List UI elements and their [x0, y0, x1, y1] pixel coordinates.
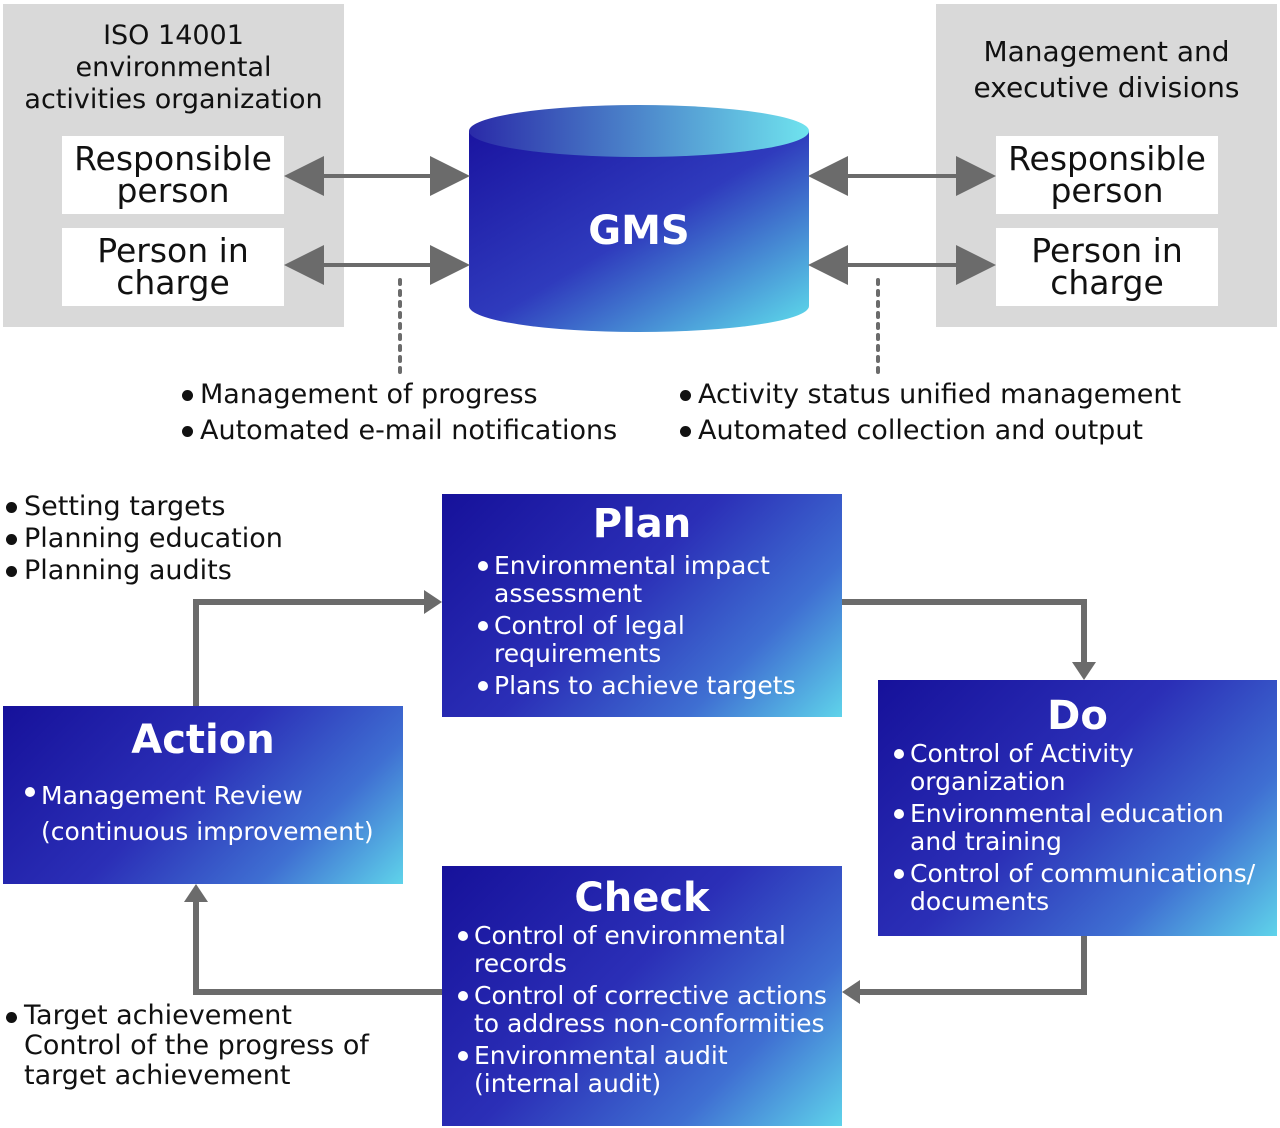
right-responsible-label: Responsible person — [1008, 139, 1206, 210]
plan-item: Environmental impact assessment — [478, 552, 842, 608]
target-note-item: Target achievement Control of the progre… — [6, 1001, 426, 1091]
right-feature-item: Automated collection and output — [680, 413, 1260, 449]
do-box: Do Control of Activity organization Envi… — [878, 680, 1277, 936]
plan-note-item: Setting targets — [6, 491, 326, 523]
do-to-check-arrowhead — [842, 980, 860, 1004]
plan-note-item: Planning education — [6, 523, 326, 555]
action-box: Action Management Review (continuous imp… — [3, 706, 403, 884]
check-box: Check Control of environmental records C… — [442, 866, 842, 1126]
left-responsible-label: Responsible person — [74, 139, 272, 210]
right-in-charge-label: Person in charge — [1031, 231, 1183, 302]
right-responsible-person-box: Responsible person — [996, 136, 1218, 214]
do-item: Control of Activity organization — [894, 740, 1277, 796]
left-panel-title: ISO 14001 environmental activities organ… — [24, 20, 323, 115]
plan-item: Plans to achieve targets — [478, 672, 842, 700]
gms-database-icon — [469, 105, 809, 332]
check-to-action-arrow — [193, 898, 442, 995]
check-item: Control of corrective actions to address… — [458, 982, 842, 1038]
plan-box: Plan Environmental impact assessment Con… — [442, 494, 842, 717]
action-to-plan-arrowhead — [424, 590, 442, 614]
plan-to-do-arrowhead — [1072, 662, 1096, 680]
do-to-check-arrow — [856, 936, 1087, 995]
do-item: Control of communications/ documents — [894, 860, 1277, 916]
check-to-action-arrowhead — [184, 884, 208, 902]
check-item: Control of environmental records — [458, 922, 842, 978]
check-title: Check — [574, 875, 710, 921]
action-title: Action — [131, 717, 275, 763]
left-responsible-person-box: Responsible person — [62, 136, 284, 214]
plan-title: Plan — [592, 501, 692, 547]
left-person-in-charge-box: Person in charge — [62, 228, 284, 306]
right-feature-list: Activity status unified management Autom… — [680, 377, 1260, 449]
left-feature-item: Automated e-mail notifications — [182, 413, 642, 449]
right-feature-item: Activity status unified management — [680, 377, 1260, 413]
left-feature-item: Management of progress — [182, 377, 642, 413]
plan-item: Control of legal requirements — [478, 612, 842, 668]
check-item: Environmental audit (internal audit) — [458, 1042, 842, 1098]
action-item: Management Review (continuous improvemen… — [25, 778, 403, 850]
left-in-charge-label: Person in charge — [97, 231, 249, 302]
plan-notes-list: Setting targets Planning education Plann… — [6, 491, 326, 587]
target-note: Target achievement Control of the progre… — [6, 1001, 426, 1091]
right-person-in-charge-box: Person in charge — [996, 228, 1218, 306]
plan-note-item: Planning audits — [6, 555, 326, 587]
plan-to-do-arrow — [842, 599, 1087, 666]
action-to-plan-arrow — [193, 599, 428, 706]
left-feature-list: Management of progress Automated e-mail … — [182, 377, 642, 449]
gms-label: GMS — [588, 208, 690, 254]
do-title: Do — [1047, 693, 1108, 739]
do-item: Environmental education and training — [894, 800, 1277, 856]
right-panel-title: Management and executive divisions — [973, 35, 1240, 104]
